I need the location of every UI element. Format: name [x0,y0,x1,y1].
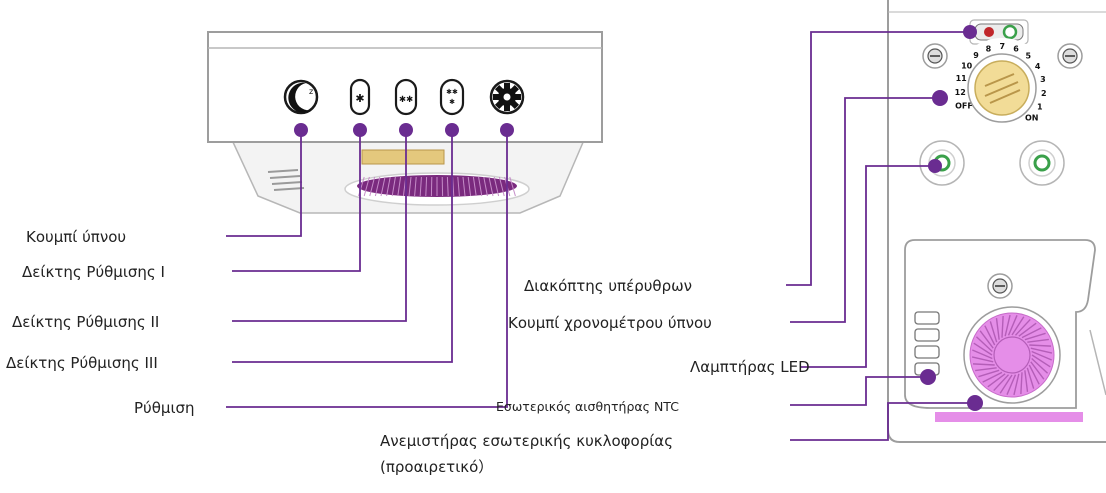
label-ntc-sensor: Εσωτερικός αισθητήρας NTC [496,399,679,414]
dial-number: 2 [1041,89,1047,98]
label-setting-indicator-3: Δείκτης Ρύθμισης III [6,354,158,372]
circulation-fan [963,306,1061,404]
label-sleep-timer-button: Κουμπί χρονομέτρου ύπνου [508,314,712,332]
dial-number: 10 [961,61,973,70]
moon-icon[interactable]: z [283,79,319,115]
dial-number: 8 [986,44,992,53]
svg-text:✱: ✱ [355,92,364,105]
dial-number: 5 [1026,51,1032,60]
svg-text:✱: ✱ [449,98,455,106]
snowflake-one-icon[interactable]: ✱ [349,78,371,116]
dial-number: 1 [1037,102,1043,111]
label-setting-indicator-2: Δείκτης Ρύθμισης II [12,313,160,331]
label-infrared-switch: Διακόπτης υπέρυθρων [524,277,693,295]
svg-text:✱✱: ✱✱ [399,95,413,105]
led-lamp [1019,140,1065,186]
moon-z-glyph: z [309,87,313,96]
dial-number: OFF [955,102,973,111]
screw-icon [922,43,948,69]
control-unit: z ✱ ✱✱ ✱✱ ✱ [207,31,603,214]
dial-number: 7 [999,42,1005,51]
label-optional: (προαιρετικό） [380,458,494,476]
infrared-switch[interactable] [969,19,1029,45]
label-circulation-fan: Ανεμιστήρας εσωτερικής κυκλοφορίας [380,432,673,450]
screw-icon [1057,43,1083,69]
snowflake-three-icon[interactable]: ✱✱ ✱ [439,78,465,116]
dial-number: ON [1025,114,1039,123]
dial-number: 3 [1040,75,1046,84]
gear-icon[interactable] [489,79,525,115]
dial-number: 11 [956,74,968,83]
dial-number: 4 [1035,62,1041,71]
screw-icon [987,273,1013,299]
label-setting-indicator-1: Δείκτης Ρύθμισης I [22,263,165,281]
label-setting: Ρύθμιση [134,399,195,417]
leader-lines [226,31,975,441]
dial-number: 12 [955,88,966,97]
snowflake-two-icon[interactable]: ✱✱ [394,78,418,116]
svg-text:✱✱: ✱✱ [446,88,458,96]
dial-number: 9 [973,51,979,60]
callout-dots [294,25,983,411]
label-sleep-button: Κουμπί ύπνου [26,228,127,246]
dial-number: 6 [1013,44,1019,53]
led-lamp [919,140,965,186]
label-led-lamp: Λαμπτήρας LED [690,358,810,376]
